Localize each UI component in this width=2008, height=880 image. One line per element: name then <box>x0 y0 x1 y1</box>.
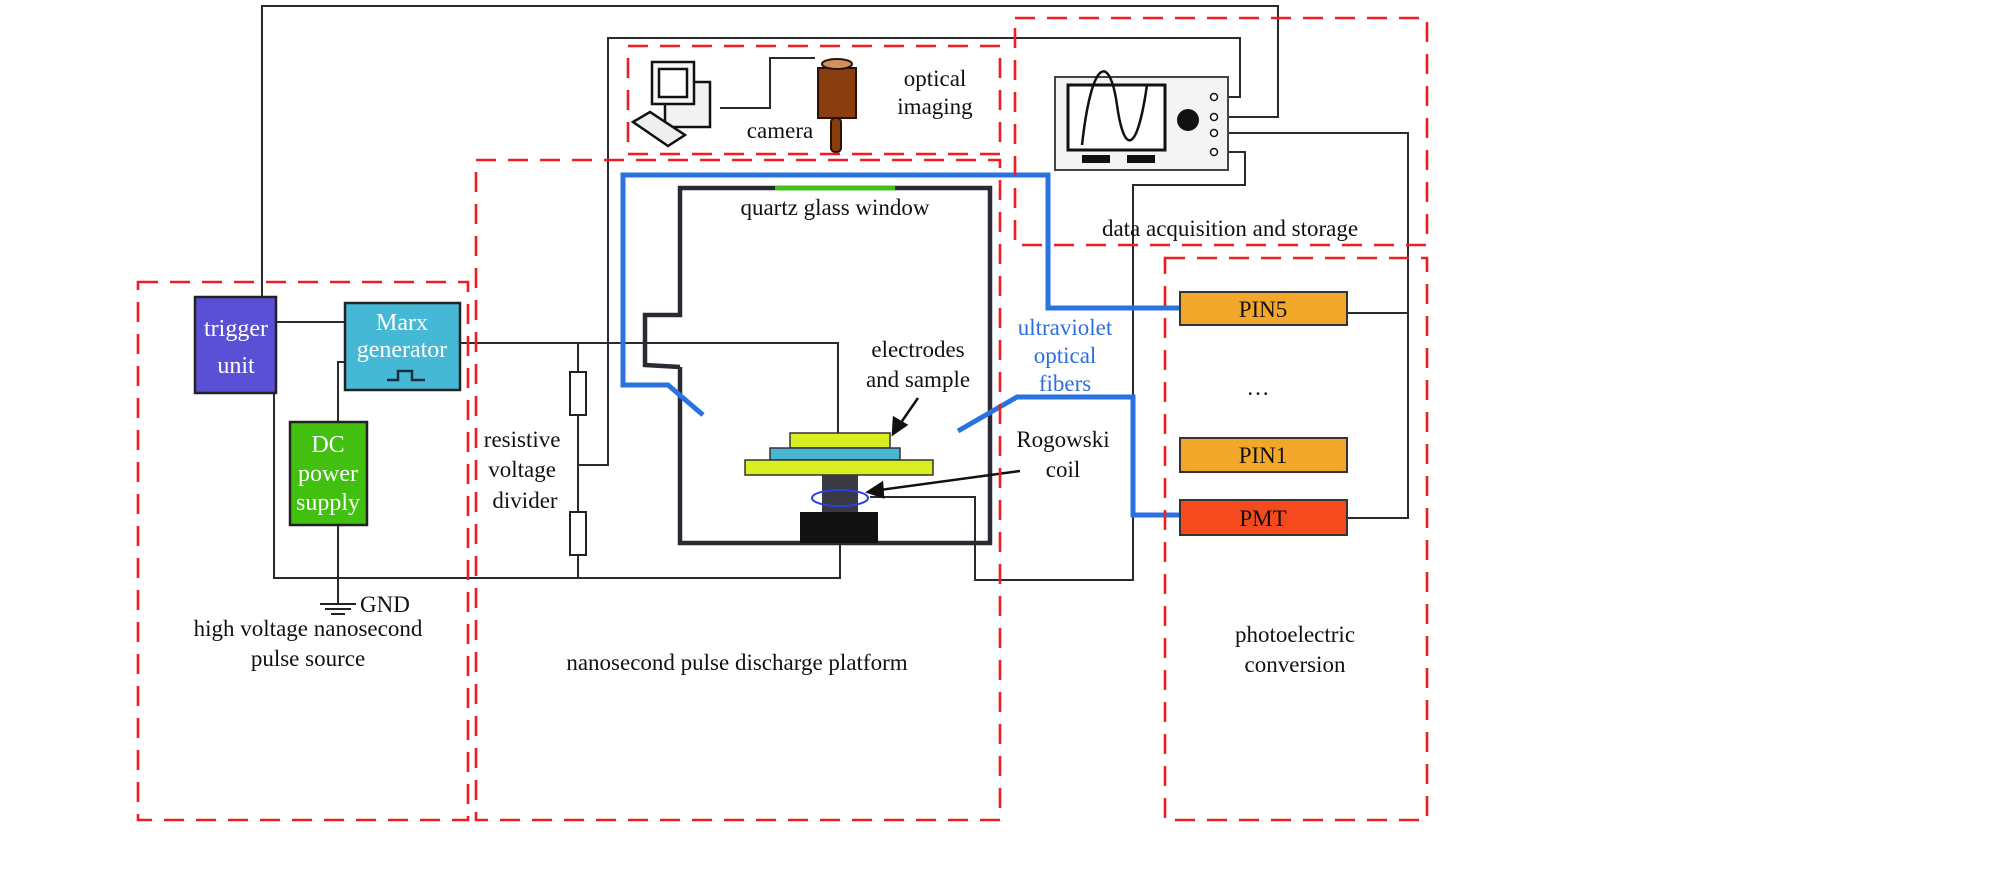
marx-dc-wire <box>337 361 345 422</box>
region-data-acquisition <box>1013 16 1429 247</box>
divider-to-scope-wire <box>578 37 1241 466</box>
window-label: quartz glass window <box>740 195 929 220</box>
divider-label: resistive voltage divider <box>484 427 566 513</box>
region-label-platform: nanosecond pulse discharge platform <box>566 650 907 675</box>
camera-icon <box>817 58 857 153</box>
trigger-to-scope-wire <box>261 5 1279 298</box>
region-pulse-source <box>136 280 470 822</box>
pin5-detector: PIN5 <box>1179 291 1348 326</box>
discharge-chamber <box>642 185 993 546</box>
camera-label: camera <box>747 118 813 143</box>
pulse-icon <box>387 369 425 382</box>
oscilloscope-icon <box>1054 70 1229 171</box>
resistor-icon <box>569 371 587 416</box>
uv-fiber-bottom <box>956 394 1180 518</box>
marx-output-wire <box>460 342 839 433</box>
gnd-label: GND <box>360 592 410 617</box>
ground-icon <box>320 603 356 615</box>
computer-icon <box>630 60 712 148</box>
ellipsis: … <box>1247 375 1270 400</box>
svg-text:PIN1: PIN1 <box>1239 443 1288 468</box>
rogowski-coil <box>811 489 869 507</box>
rogowski-wire <box>870 151 1246 581</box>
region-optical-imaging <box>626 44 1002 156</box>
uv-fiber-top <box>620 172 1180 417</box>
svg-text:PIN5: PIN5 <box>1239 297 1288 322</box>
arrow-icon <box>865 397 1021 499</box>
svg-text:PMT: PMT <box>1239 506 1286 531</box>
scope-to-detectors-wire <box>1218 132 1409 519</box>
region-photoelectric <box>1163 256 1429 822</box>
electrodes-and-sample <box>744 432 934 543</box>
camera-cable-path <box>720 57 815 109</box>
pin1-detector: PIN1 <box>1179 437 1348 473</box>
resistor-icon <box>569 511 587 556</box>
trigger-ground-wire <box>273 393 841 579</box>
region-label-daq: data acquisition and storage <box>1102 216 1358 241</box>
region-discharge-platform <box>474 158 1002 822</box>
pmt-detector: PMT <box>1179 499 1348 536</box>
